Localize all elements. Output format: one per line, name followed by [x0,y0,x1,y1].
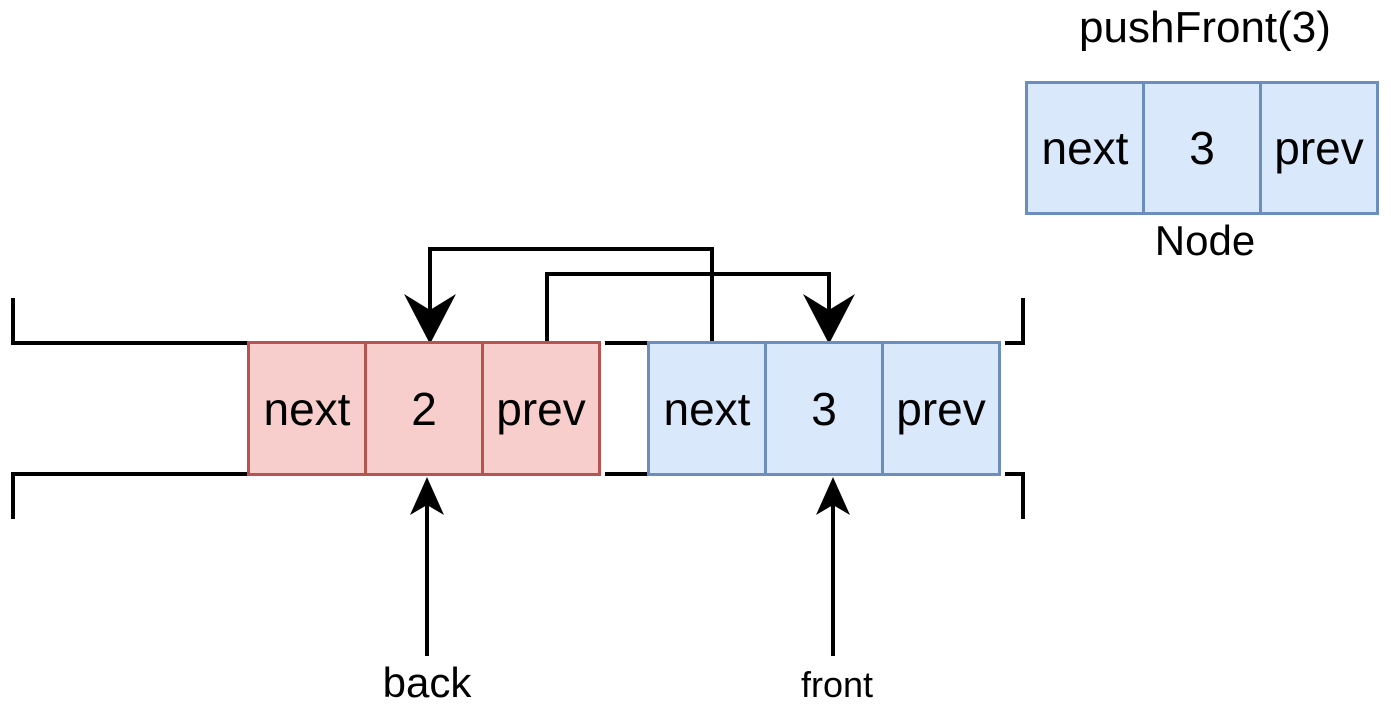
front-pointer-label: front [800,664,874,705]
front-node-cell-value: 3 [764,341,884,476]
back-node: next 2 prev [247,341,601,476]
next-pointer-arrowhead-icon [404,294,456,344]
prev-pointer-arrow [545,272,855,344]
back-pointer-label: back [382,659,472,706]
back-pointer-arrowhead-icon [410,477,444,515]
front-node-cell-next: next [647,341,767,476]
next-pointer-arrow [404,247,714,344]
new-node-cell-prev: prev [1259,81,1379,215]
front-pointer-arrow [816,477,850,656]
right-rail-bottom-bracket [1005,472,1025,519]
new-node-caption: Node [1154,217,1256,264]
new-node: next 3 prev [1025,81,1379,215]
back-pointer-arrow [410,477,444,656]
right-rail-top-bracket [1005,298,1025,345]
new-node-cell-next: next [1025,81,1145,215]
front-pointer-arrowhead-icon [816,477,850,515]
back-node-cell-prev: prev [481,341,601,476]
front-node: next 3 prev [647,341,1001,476]
prev-pointer-arrowhead-icon [803,294,855,344]
left-rail-top-bracket [11,298,249,345]
operation-title: pushFront(3) [1079,3,1331,52]
back-node-cell-value: 2 [364,341,484,476]
left-rail-bottom-bracket [11,472,249,519]
back-node-cell-next: next [247,341,367,476]
front-node-cell-prev: prev [881,341,1001,476]
new-node-cell-value: 3 [1142,81,1262,215]
